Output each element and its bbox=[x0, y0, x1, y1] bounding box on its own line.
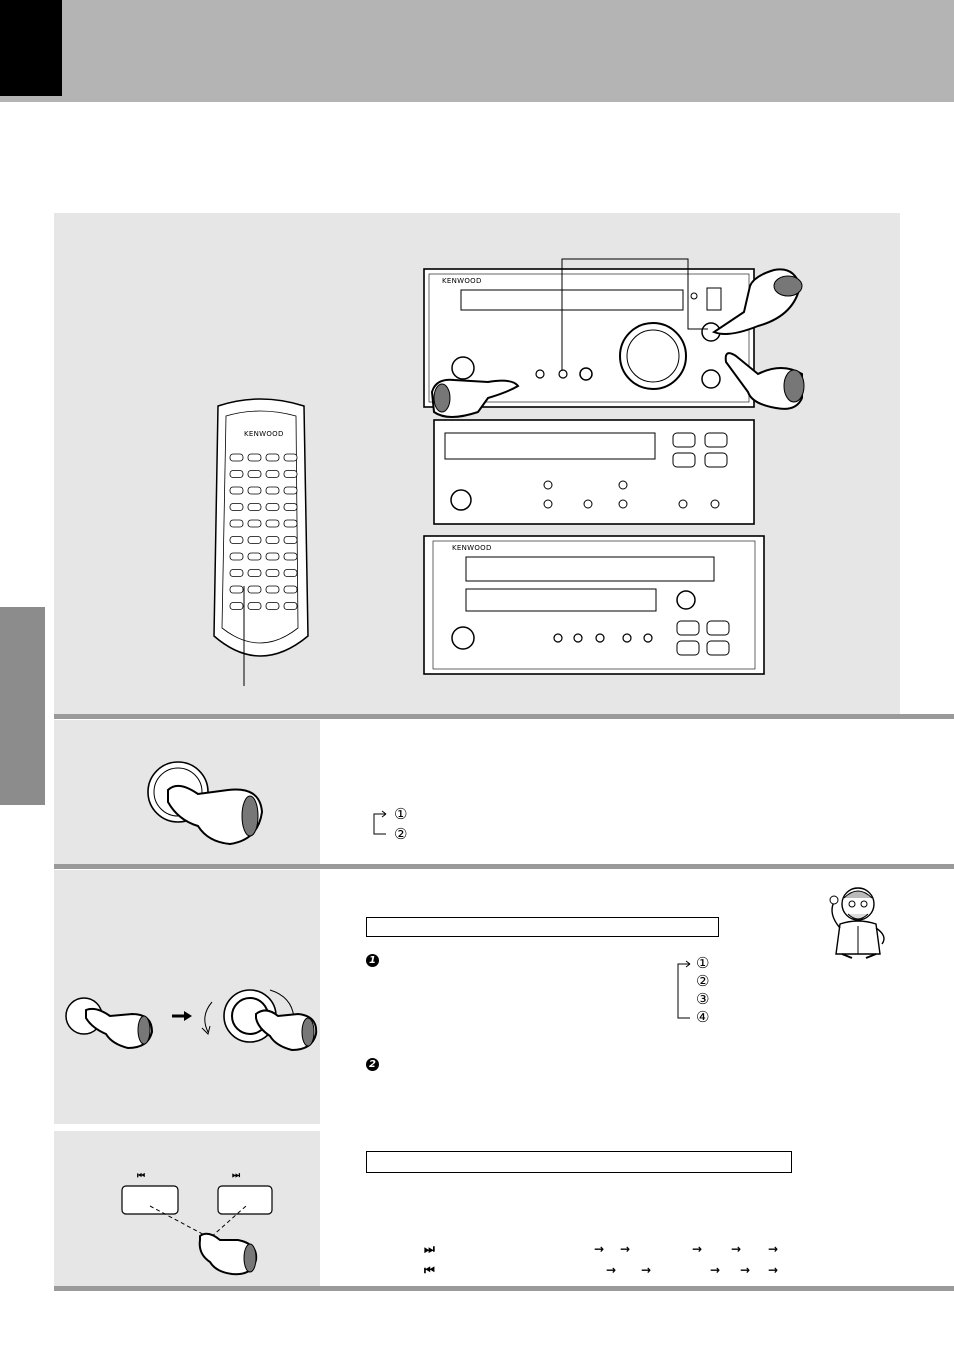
remote-key bbox=[265, 585, 280, 594]
remote-key bbox=[247, 470, 262, 478]
step2-substep-marker: 1 bbox=[366, 954, 379, 967]
remote-key bbox=[283, 470, 298, 478]
skip-back-icon: ⏮ bbox=[424, 1263, 435, 1277]
skip-back-icon: ⏮ bbox=[137, 1171, 145, 1181]
arrow-right-icon: → bbox=[740, 1263, 751, 1277]
remote-key bbox=[283, 536, 298, 544]
step2-sequence-item: ② bbox=[696, 972, 710, 990]
remote-key bbox=[229, 470, 244, 478]
remote-key bbox=[283, 602, 298, 610]
step1-sequence-item: ① bbox=[394, 805, 408, 823]
remote-key bbox=[229, 602, 244, 610]
step2-sequence-item: ① bbox=[696, 954, 710, 972]
arrow-right-icon: → bbox=[768, 1263, 779, 1277]
section-rule bbox=[54, 714, 954, 719]
step2-substep-marker: 2 bbox=[366, 1058, 379, 1071]
remote-key bbox=[229, 453, 244, 462]
remote-key bbox=[265, 503, 280, 511]
remote-key bbox=[265, 536, 280, 544]
header-band bbox=[0, 0, 954, 102]
remote-key bbox=[283, 585, 298, 594]
remote-key bbox=[247, 453, 262, 462]
step2-sequence-item: ④ bbox=[696, 1008, 710, 1026]
remote-key bbox=[229, 552, 244, 561]
arrow-right-icon: → bbox=[606, 1263, 617, 1277]
remote-key bbox=[265, 470, 280, 478]
step3-heading-box bbox=[366, 1151, 792, 1173]
section-rule bbox=[54, 864, 954, 869]
remote-key bbox=[265, 552, 280, 561]
step2-illustration-panel bbox=[54, 870, 320, 1124]
remote-key bbox=[283, 569, 298, 577]
side-tab bbox=[0, 607, 45, 805]
remote-key bbox=[283, 503, 298, 511]
remote-key bbox=[247, 552, 262, 561]
remote-key bbox=[265, 519, 280, 528]
step3-skip-buttons-illustration bbox=[121, 1185, 273, 1276]
remote-key bbox=[247, 519, 262, 528]
arrow-right-icon: → bbox=[692, 1242, 703, 1256]
step1-sequence-bracket bbox=[373, 810, 387, 835]
remote-key bbox=[265, 569, 280, 577]
remote-key bbox=[229, 585, 244, 594]
section-rule bbox=[54, 1286, 954, 1291]
remote-control-illustration bbox=[213, 398, 309, 686]
remote-key bbox=[247, 536, 262, 544]
remote-key bbox=[265, 486, 280, 495]
remote-key bbox=[247, 602, 262, 610]
amplifier-brand-label: KENWOOD bbox=[442, 277, 482, 285]
remote-key bbox=[247, 503, 262, 511]
remote-key bbox=[283, 486, 298, 495]
step2-press-then-turn-illustration bbox=[65, 989, 318, 1052]
remote-key bbox=[229, 519, 244, 528]
skip-forward-icon: ⏭ bbox=[424, 1242, 435, 1256]
remote-brand-label: KENWOOD bbox=[244, 430, 284, 438]
arrow-right-icon: → bbox=[731, 1242, 742, 1256]
callout-lines bbox=[561, 258, 708, 371]
remote-key bbox=[247, 486, 262, 495]
character-illustration bbox=[829, 887, 885, 959]
amplifier-unit bbox=[423, 268, 755, 408]
step2-sequence-bracket bbox=[677, 960, 691, 1019]
arrow-right-icon: → bbox=[620, 1242, 631, 1256]
remote-key bbox=[229, 569, 244, 577]
cd-unit bbox=[423, 535, 765, 675]
tuner-unit bbox=[433, 419, 755, 525]
section-gap bbox=[54, 1124, 954, 1130]
step3-illustration-panel bbox=[54, 1131, 320, 1286]
hand-pointer-icon bbox=[724, 352, 805, 410]
arrow-right-icon: → bbox=[768, 1242, 779, 1256]
arrow-right-icon: → bbox=[594, 1242, 605, 1256]
remote-key bbox=[283, 519, 298, 528]
step2-heading-box bbox=[366, 917, 719, 937]
arrow-right-icon: → bbox=[710, 1263, 721, 1277]
remote-key bbox=[283, 453, 298, 462]
arrow-right-icon: → bbox=[641, 1263, 652, 1277]
remote-key bbox=[229, 486, 244, 495]
hand-pointer-icon bbox=[711, 268, 803, 335]
remote-key bbox=[265, 453, 280, 462]
cd-brand-label: KENWOOD bbox=[452, 544, 492, 552]
step2-sequence-item: ③ bbox=[696, 990, 710, 1008]
remote-key bbox=[283, 552, 298, 561]
remote-key bbox=[229, 536, 244, 544]
header-tab-block bbox=[0, 0, 62, 96]
step1-button-press-illustration bbox=[147, 761, 264, 846]
skip-forward-icon: ⏭ bbox=[232, 1171, 240, 1181]
remote-key bbox=[247, 569, 262, 577]
remote-key bbox=[265, 602, 280, 610]
remote-key bbox=[247, 585, 262, 594]
step1-sequence-item: ② bbox=[394, 825, 408, 843]
remote-key bbox=[229, 503, 244, 511]
hand-pointer-icon bbox=[430, 378, 520, 418]
